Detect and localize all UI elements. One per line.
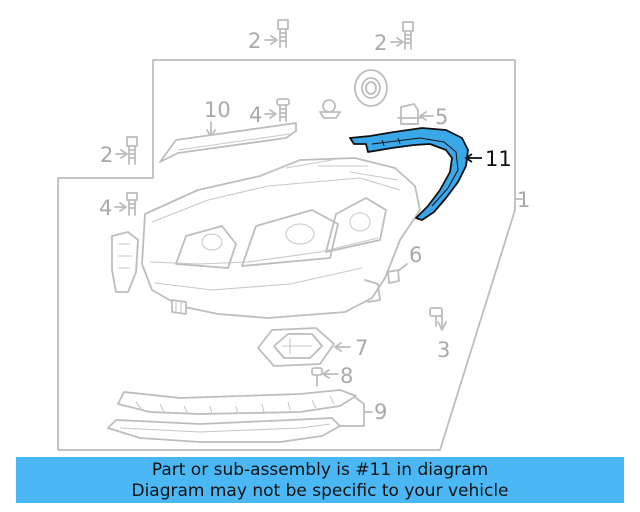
bulb-socket (319, 99, 341, 119)
banner-line-1: Part or sub-assembly is #11 in diagram (151, 460, 489, 480)
callout-9: 9 (374, 400, 387, 424)
bolt-top-left: 2 (248, 19, 289, 53)
bolt-4-upper: 4 (249, 98, 290, 127)
callout-3: 3 (437, 338, 450, 362)
callout-2-top-right: 2 (374, 31, 387, 55)
screw-3: 3 (429, 307, 450, 362)
callout-11: 11 (485, 147, 512, 171)
callout-5: 5 (435, 105, 448, 129)
headlamp-housing (111, 157, 421, 319)
bolt-left: 2 (100, 136, 138, 167)
trim-9: 9 (107, 389, 387, 443)
screw-8: 8 (311, 364, 353, 388)
item-6-clip: 6 (387, 243, 422, 284)
callout-4-left: 4 (99, 196, 112, 220)
bolt-4-left: 4 (99, 192, 138, 220)
module-7: 7 (257, 327, 368, 367)
callout-10: 10 (204, 98, 231, 122)
info-banner: Part or sub-assembly is #11 in diagram D… (16, 457, 624, 503)
callout-4-upper: 4 (249, 103, 262, 127)
banner-line-2: Diagram may not be specific to your vehi… (131, 481, 509, 501)
callout-2-top-left: 2 (248, 29, 261, 53)
item-5-cap: 5 (397, 103, 448, 129)
callout-6: 6 (409, 243, 422, 267)
grommet (354, 69, 388, 107)
housing-callout: 1 (514, 188, 530, 212)
callout-7: 7 (355, 336, 368, 360)
bolt-top-right: 2 (374, 21, 414, 55)
highlighted-part-11: 11 (349, 127, 512, 221)
assembly-outline (57, 59, 516, 451)
callout-8: 8 (340, 364, 353, 388)
callout-1: 1 (517, 188, 530, 212)
callout-2-left: 2 (100, 143, 113, 167)
strip-10: 10 (159, 98, 297, 163)
